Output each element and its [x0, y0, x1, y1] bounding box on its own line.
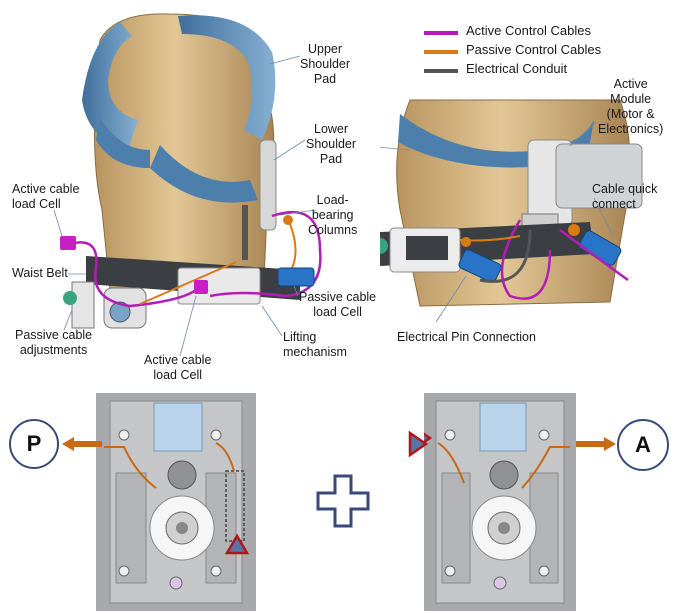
- label-waist-belt: Waist Belt: [12, 266, 68, 280]
- label-passive-cable-load-cell: Passive cable load Cell: [299, 290, 377, 319]
- plus-icon: [316, 474, 370, 528]
- legend-label: Passive Control Cables: [466, 42, 602, 57]
- legend-swatch-passive: [424, 50, 458, 54]
- label-active-cable-load-cell-bottom: Active cable load Cell: [144, 353, 212, 382]
- legend-swatch-active: [424, 31, 458, 35]
- legend-swatch-electrical: [424, 69, 458, 73]
- active-triangle-marker: [408, 430, 429, 458]
- label-load-bearing-columns: Load- bearing Columns: [308, 193, 358, 237]
- active-arrow: [576, 437, 616, 451]
- passive-mechanism-illustration: [96, 393, 256, 611]
- legend-label: Electrical Conduit: [466, 61, 568, 76]
- label-lifting-mechanism: Lifting mechanism: [283, 330, 347, 359]
- label-lower-shoulder-pad: Lower Shoulder Pad: [306, 122, 357, 166]
- active-badge-label: A: [635, 432, 651, 457]
- torso-front-illustration: [53, 13, 322, 357]
- passive-badge-label: P: [26, 431, 42, 456]
- torso-side-illustration: [380, 99, 643, 323]
- passive-badge: P: [9, 419, 59, 469]
- label-cable-quick-connect: Cable quick connect: [592, 182, 658, 211]
- label-active-cable-load-cell-left: Active cable load Cell: [12, 182, 80, 211]
- active-badge: A: [617, 419, 669, 471]
- label-passive-cable-adjustments: Passive cable adjustments: [15, 328, 93, 357]
- legend-label: Active Control Cables: [466, 23, 591, 38]
- label-electrical-pin-connection: Electrical Pin Connection: [397, 330, 536, 344]
- passive-arrow: [62, 437, 102, 451]
- active-mechanism-illustration: [424, 393, 576, 611]
- label-active-module: Active Module (Motor & Electronics): [598, 77, 664, 136]
- label-upper-shoulder-pad: Upper Shoulder Pad: [300, 42, 351, 86]
